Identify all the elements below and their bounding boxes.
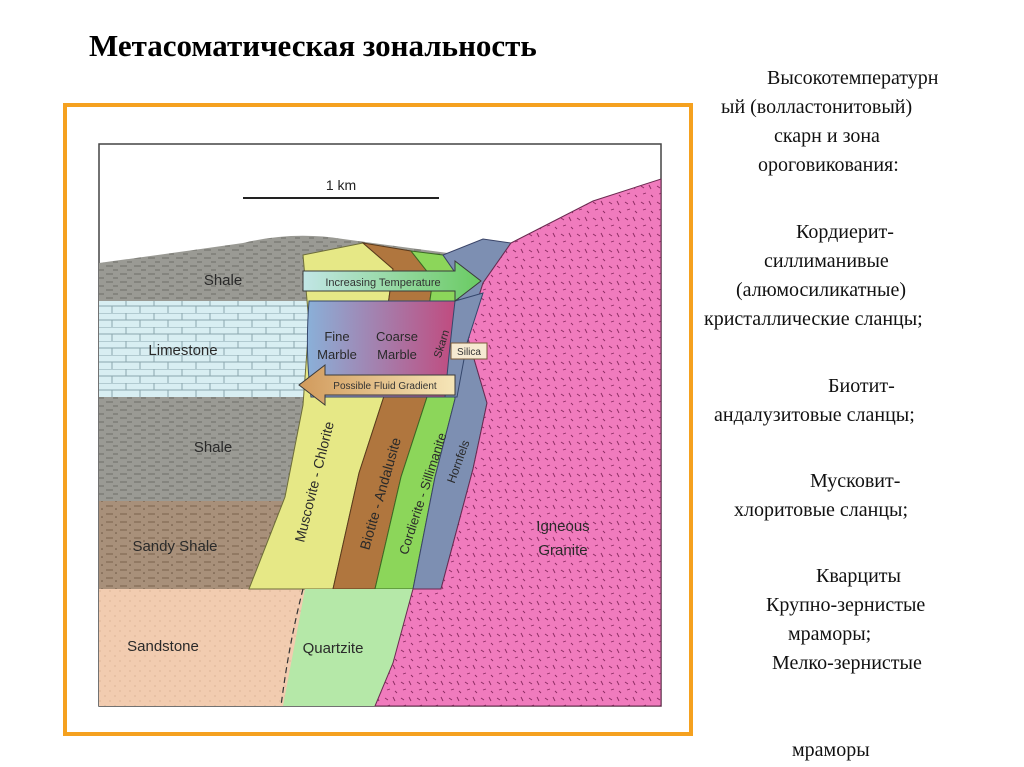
coarse-marble-label-1: Coarse bbox=[376, 329, 418, 344]
note-line: Мелко-зернистые bbox=[772, 652, 922, 674]
note-line: мраморы; bbox=[788, 623, 872, 645]
note-line: Мусковит- bbox=[810, 470, 901, 492]
silica-label: Silica bbox=[457, 347, 481, 358]
contact-dashed-line bbox=[280, 588, 304, 707]
increasing-temperature-arrow bbox=[302, 259, 482, 303]
fine-marble-label-1: Fine bbox=[324, 329, 349, 344]
quartzite-label: Quartzite bbox=[303, 640, 364, 657]
silica-tag bbox=[450, 342, 488, 360]
note-line: Высокотемпературн bbox=[767, 67, 939, 89]
note-line: мраморы bbox=[792, 739, 870, 761]
possible-fluid-gradient-label: Possible Fluid Gradient bbox=[333, 381, 437, 392]
note-line: ый (волластонитовый) bbox=[721, 96, 913, 118]
note-line: (алюмосиликатные) bbox=[736, 279, 906, 301]
possible-fluid-gradient-arrow bbox=[298, 363, 456, 407]
orange-frame bbox=[63, 103, 693, 736]
note-line: андалузитовые сланцы; bbox=[714, 404, 915, 426]
note-line: Кварциты bbox=[816, 565, 901, 587]
shale-mid-label: Shale bbox=[194, 439, 232, 456]
igneous-label: Igneous bbox=[536, 518, 589, 535]
sandstone-label: Sandstone bbox=[127, 638, 199, 655]
increasing-temperature-label: Increasing Temperature bbox=[325, 277, 440, 289]
shale-top-label: Shale bbox=[204, 272, 242, 289]
scale-label: 1 km bbox=[326, 177, 356, 193]
note-line: хлоритовые сланцы; bbox=[734, 499, 909, 521]
note-line: силлиманивые bbox=[764, 250, 889, 272]
note-line: скарн и зона bbox=[774, 125, 880, 147]
granite-label: Granite bbox=[538, 542, 587, 559]
note-line: кристаллические сланцы; bbox=[704, 308, 923, 330]
slide-title: Метасоматическая зональность bbox=[89, 28, 537, 63]
note-line: Биотит- bbox=[828, 375, 895, 397]
geology-diagram: 1 km Increasing Temperature Possible Flu… bbox=[63, 103, 693, 736]
quartzite-zone bbox=[283, 589, 413, 706]
metasomatic-zoning-figure: 1 km Increasing Temperature Possible Flu… bbox=[63, 103, 693, 736]
limestone-label: Limestone bbox=[148, 342, 217, 359]
note-line: ороговикования: bbox=[758, 154, 899, 176]
fine-marble-label-2: Marble bbox=[317, 347, 357, 362]
note-line: Кордиерит- bbox=[796, 221, 894, 243]
note-line: Крупно-зернистые bbox=[766, 594, 926, 616]
sandy-shale-label: Sandy Shale bbox=[132, 538, 217, 555]
coarse-marble-label-2: Marble bbox=[377, 347, 417, 362]
